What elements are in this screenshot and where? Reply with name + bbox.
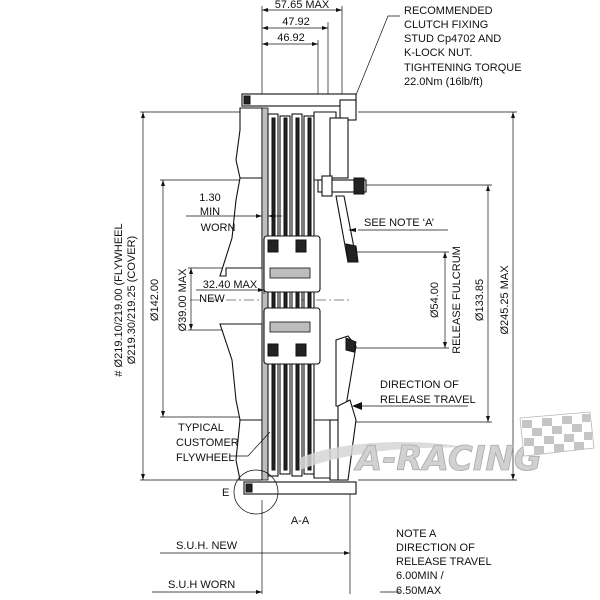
note-line-4: K-LOCK NUT. — [404, 47, 472, 59]
flywheel-lower — [219, 323, 263, 421]
top-fixing-plate — [241, 93, 357, 107]
note-line-6: 22.0Nm (16lb/ft) — [404, 76, 483, 88]
bottom-fixing-plate — [243, 481, 357, 495]
annotations-right: SEE NOTE ‘A’ DIRECTION OF RELEASE TRAVEL — [348, 217, 476, 410]
diaphragm-finger-lower — [335, 335, 357, 407]
worn-min: MIN — [200, 206, 220, 218]
top-dimensions: 57.65 MAX 47.92 46.92 — [261, 0, 343, 98]
dim-flywheel: # Ø219.10/219.00 (FLYWHEEL — [113, 223, 125, 376]
new-max-value: 32.40 MAX — [203, 279, 258, 291]
worn-label: WORN — [201, 222, 236, 234]
note-line-2: CLUTCH FIXING — [404, 19, 488, 31]
suh-worn: S.U.H WORN — [168, 579, 235, 591]
note-a-5: 6.50MAX — [396, 585, 442, 597]
flywheel-upper — [235, 107, 263, 179]
dim-top-max: 57.65 MAX — [275, 0, 330, 11]
dim-245: Ø245.25 MAX — [499, 265, 511, 335]
section-label: A-A — [291, 515, 310, 527]
clutch-assembly — [219, 93, 367, 495]
dim-142: Ø142.00 — [149, 279, 161, 321]
recommended-note: RECOMMENDED CLUTCH FIXING STUD Cp4702 AN… — [353, 5, 522, 101]
note-a-3: RELEASE TRAVEL — [396, 556, 492, 568]
note-line-3: STUD Cp4702 AND — [404, 33, 501, 45]
see-note: SEE NOTE ‘A’ — [364, 217, 434, 229]
typical-1: TYPICAL — [178, 422, 224, 434]
detail-circle — [233, 469, 279, 515]
note-a-2: DIRECTION OF — [396, 542, 475, 554]
dim-cover: Ø219.30/219.25 (COVER) — [126, 236, 138, 364]
detail-e: E — [222, 487, 229, 499]
watermark-text: A-RACING — [353, 439, 542, 479]
note-a-4: 6.00MIN / — [396, 570, 445, 582]
note-line-5: TIGHTENING TORQUE — [404, 62, 522, 74]
worn-value: 1.30 — [199, 192, 220, 204]
watermark-logo: A-RACING — [300, 411, 595, 479]
note-line-1: RECOMMENDED — [404, 5, 493, 17]
typical-2: CUSTOMER — [176, 437, 239, 449]
dim-top-b: 46.92 — [277, 32, 305, 44]
typical-3: FLYWHEEL — [176, 452, 234, 464]
dim-133: Ø133.85 — [474, 279, 486, 321]
dim-top-a: 47.92 — [282, 16, 310, 28]
dim-39: Ø39.00 MAX — [177, 268, 189, 332]
bottom-section: A-A S.U.H. NEW S.U.H WORN NOTE A DIRECTI… — [152, 494, 492, 597]
dim-fulcrum: RELEASE FULCRUM — [451, 246, 463, 354]
annotations-left: 1.30 MIN WORN 32.40 MAX NEW TYPICAL CUST… — [176, 192, 282, 515]
new-label: NEW — [199, 293, 225, 305]
direction-2: RELEASE TRAVEL — [380, 394, 476, 406]
direction-1: DIRECTION OF — [380, 379, 459, 391]
note-a-1: NOTE A — [396, 528, 437, 540]
left-dimensions: # Ø219.10/219.00 (FLYWHEEL Ø219.30/219.2… — [113, 111, 250, 481]
dim-54: Ø54.00 — [429, 282, 441, 318]
suh-new: S.U.H. NEW — [176, 540, 238, 552]
checkered-flag-icon — [519, 411, 595, 457]
right-dimensions: Ø54.00 RELEASE FULCRUM Ø133.85 Ø245.25 M… — [350, 111, 517, 481]
